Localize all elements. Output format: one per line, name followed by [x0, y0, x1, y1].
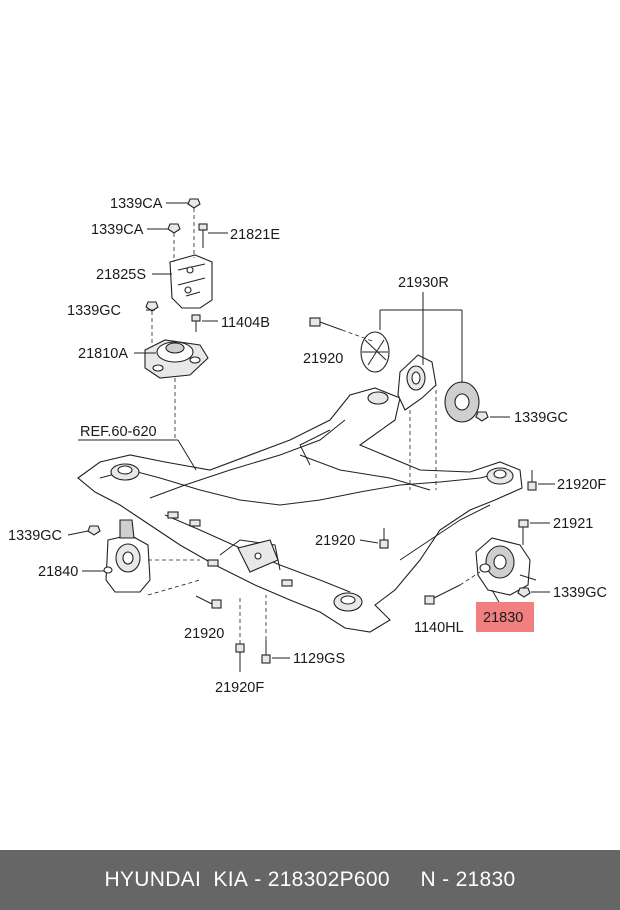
- footer-gap: [390, 868, 421, 892]
- leader-lines: [67, 202, 555, 659]
- misc-bolts: [195, 470, 537, 672]
- label-1339gc-right: 1339GC: [514, 410, 568, 426]
- footer-caption: HYUNDAI KIA - 218302P600 N - 21830: [0, 850, 620, 910]
- label-1339gc-bottom-right: 1339GC: [553, 585, 607, 601]
- footer-separator-1: -: [248, 868, 268, 891]
- label-1140hl: 1140HL: [414, 620, 464, 636]
- label-1339ca-second: 1339CA: [91, 222, 144, 238]
- upper-fasteners: [145, 198, 208, 440]
- label-21920-mid: 21920: [315, 533, 355, 549]
- highlight-21830-box: [476, 602, 534, 632]
- roll-stopper: [309, 292, 489, 490]
- label-21830: 21830: [483, 610, 523, 626]
- footer-brand: HYUNDAI KIA: [104, 868, 249, 891]
- label-1339gc-left: 1339GC: [8, 528, 62, 544]
- label-ref-60-620: REF.60-620: [80, 424, 157, 440]
- label-21921: 21921: [553, 516, 593, 532]
- label-21920f-bottom: 21920F: [215, 680, 264, 696]
- label-21821e: 21821E: [230, 227, 280, 243]
- engine-mount-upper: [144, 254, 213, 379]
- footer-n-label: N: [420, 868, 436, 891]
- label-1339gc-top: 1339GC: [67, 303, 121, 319]
- parts-diagram: 1339CA 1339CA 21821E 21825S 1339GC 11404…: [8, 196, 607, 696]
- label-21810a: 21810A: [78, 346, 128, 362]
- footer-part-number: 218302P600: [267, 868, 390, 891]
- label-21920f-right: 21920F: [557, 477, 606, 493]
- transmission-mount-21830: [424, 519, 537, 605]
- label-1129gs: 1129GS: [293, 651, 345, 667]
- label-21920-bottom: 21920: [184, 626, 224, 642]
- footer-separator-2: -: [436, 868, 456, 891]
- label-21840: 21840: [38, 564, 78, 580]
- part-labels: 1339CA 1339CA 21821E 21825S 1339GC 11404…: [8, 196, 607, 696]
- label-21825s: 21825S: [96, 267, 146, 283]
- label-1339ca-top: 1339CA: [110, 196, 163, 212]
- label-11404b: 11404B: [221, 315, 270, 331]
- label-21920-top: 21920: [303, 351, 343, 367]
- left-mount: [87, 519, 201, 596]
- label-21930r: 21930R: [398, 275, 449, 291]
- footer-n-value: 21830: [455, 868, 516, 891]
